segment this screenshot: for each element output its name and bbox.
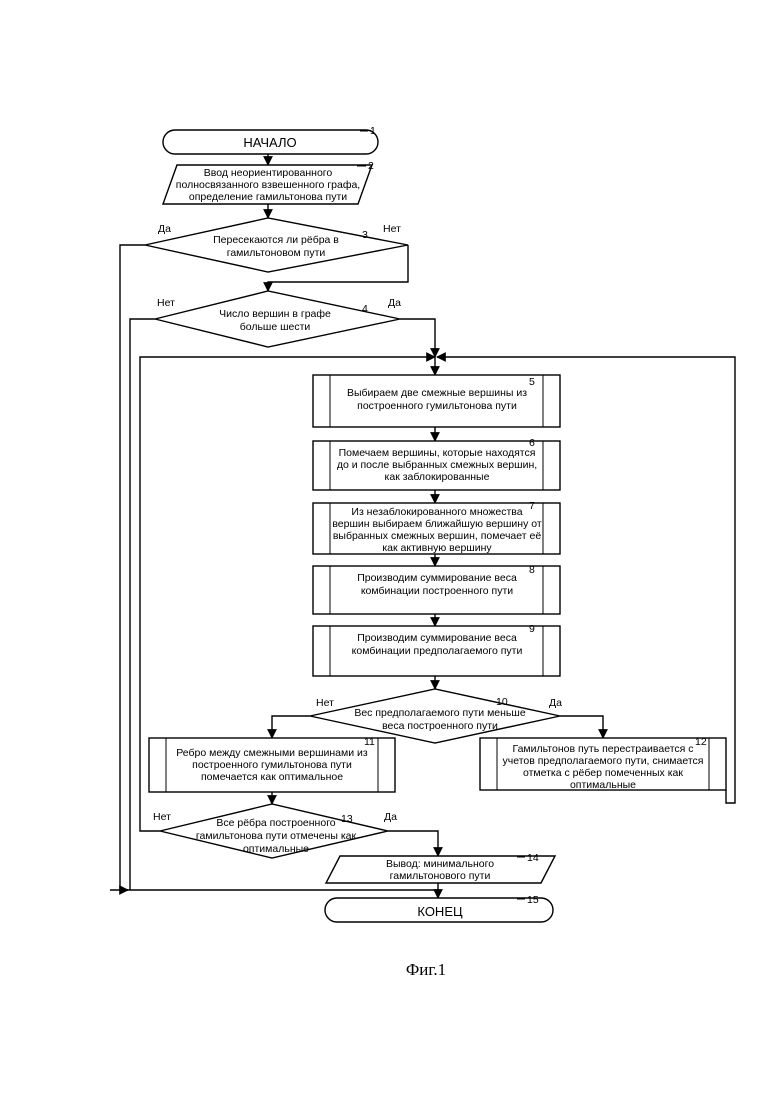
block-3-line-1: Пересекаются ли рёбра в [213, 234, 339, 246]
block-5-line-2: построенного гумильтонова пути [357, 400, 517, 412]
arrow-13-yes [388, 831, 438, 856]
block-4-no-label: Нет [157, 297, 175, 309]
block-14-line-1: Вывод: минимального [386, 858, 494, 870]
block-13-no-label: Нет [153, 811, 171, 823]
block-4-number: 4 [362, 303, 368, 315]
arrow-4-yes [400, 319, 435, 357]
block-1-text: НАЧАЛО [243, 135, 296, 150]
block-14-number: 14 [527, 852, 539, 864]
block-6-line-1: Помечаем вершины, которые находятся [339, 447, 536, 459]
block-1-number: 1 [370, 125, 376, 137]
block-13-line-1: Все рёбра построенного [216, 817, 335, 829]
block-4-line-2: больше шести [240, 321, 311, 333]
block-10-decision: Вес предполагаемого пути меньше веса пос… [310, 689, 562, 743]
block-10-line-2: веса построенного пути [382, 720, 498, 732]
block-11-process: Ребро между смежными вершинами из постро… [149, 736, 395, 792]
block-12-process: Гамильтонов путь перестраивается с учето… [480, 736, 726, 791]
block-15-number: 15 [527, 894, 539, 906]
block-10-number: 10 [496, 696, 508, 708]
block-4-decision: Число вершин в графе больше шести 4 Нет … [155, 291, 401, 347]
block-6-line-3: как заблокированные [385, 471, 490, 483]
block-3-yes-label: Да [158, 223, 171, 235]
block-10-line-1: Вес предполагаемого пути меньше [354, 707, 526, 719]
block-7-number: 7 [529, 500, 535, 512]
block-15-end: КОНЕЦ 15 [325, 894, 553, 922]
block-7-line-1: Из незаблокированного множества [351, 506, 522, 518]
block-3-number: 3 [362, 229, 368, 241]
block-9-number: 9 [529, 623, 535, 635]
block-9-line-1: Производим суммирование веса [357, 632, 517, 644]
block-4-yes-label: Да [388, 297, 401, 309]
block-7-line-3: выбранных смежных вершин, помечает её [333, 530, 542, 542]
block-1-start: НАЧАЛО 1 [163, 125, 378, 154]
block-14-line-2: гамильтонового пути [390, 870, 491, 882]
block-15-text: КОНЕЦ [417, 904, 463, 919]
block-6-number: 6 [529, 437, 535, 449]
block-13-number: 13 [341, 813, 353, 825]
block-12-number: 12 [695, 736, 707, 748]
block-5-line-1: Выбираем две смежные вершины из [347, 387, 527, 399]
block-8-process: Производим суммирование веса комбинации … [313, 564, 560, 614]
block-11-line-3: помечается как оптимальное [201, 771, 343, 783]
block-12-line-2: учетов предполагаемого пути, снимается [503, 755, 704, 767]
block-7-line-2: вершин выбираем ближайшую вершину от [332, 518, 542, 530]
block-10-yes-label: Да [549, 697, 562, 709]
block-13-decision: Все рёбра построенного гамильтонова пути… [153, 804, 397, 858]
block-11-line-2: построенного гумильтонова пути [192, 759, 352, 771]
block-8-line-2: комбинации построенного пути [361, 585, 513, 597]
block-9-process: Производим суммирование веса комбинации … [313, 623, 560, 676]
block-9-line-2: комбинации предполагаемого пути [352, 645, 523, 657]
block-8-number: 8 [529, 564, 535, 576]
figure-caption: Фиг.1 [406, 960, 446, 979]
block-13-line-3: оптимальные [243, 843, 309, 855]
block-13-yes-label: Да [384, 811, 397, 823]
block-8-line-1: Производим суммирование веса [357, 572, 517, 584]
block-14-output: Вывод: минимального гамильтонового пути … [326, 852, 555, 883]
block-5-process: Выбираем две смежные вершины из построен… [313, 375, 560, 427]
block-13-line-2: гамильтонова пути отмечены как [196, 830, 357, 842]
block-2-line-3: определение гамильтонова пути [189, 191, 347, 203]
block-12-line-1: Гамильтонов путь перестраивается с [513, 743, 694, 755]
arrow-4-no [130, 319, 155, 890]
arrow-10-no [272, 716, 310, 738]
block-3-no-label: Нет [383, 223, 401, 235]
block-6-process: Помечаем вершины, которые находятся до и… [313, 437, 560, 490]
block-12-line-4: оптимальные [570, 779, 636, 791]
block-5-number: 5 [529, 376, 535, 388]
block-2-input: Ввод неориентированного полносвязанного … [163, 160, 374, 204]
block-12-line-3: отметка с рёбер помеченных как [523, 767, 683, 779]
block-7-line-4: как активную вершину [382, 542, 492, 554]
arrow-10-yes [560, 716, 603, 738]
block-10-no-label: Нет [316, 697, 334, 709]
block-7-process: Из незаблокированного множества вершин в… [313, 500, 560, 554]
block-2-number: 2 [368, 160, 374, 172]
block-11-line-1: Ребро между смежными вершинами из [176, 747, 368, 759]
block-11-number: 11 [364, 736, 375, 748]
block-3-decision: Пересекаются ли рёбра в гамильтоновом пу… [145, 218, 408, 272]
block-2-line-1: Ввод неориентированного [204, 167, 333, 179]
block-4-line-1: Число вершин в графе [219, 308, 331, 320]
block-6-line-2: до и после выбранных смежных вершин, [337, 459, 537, 471]
block-2-line-2: полносвязанного взвешенного графа, [176, 179, 360, 191]
block-3-line-2: гамильтоновом пути [227, 247, 326, 259]
